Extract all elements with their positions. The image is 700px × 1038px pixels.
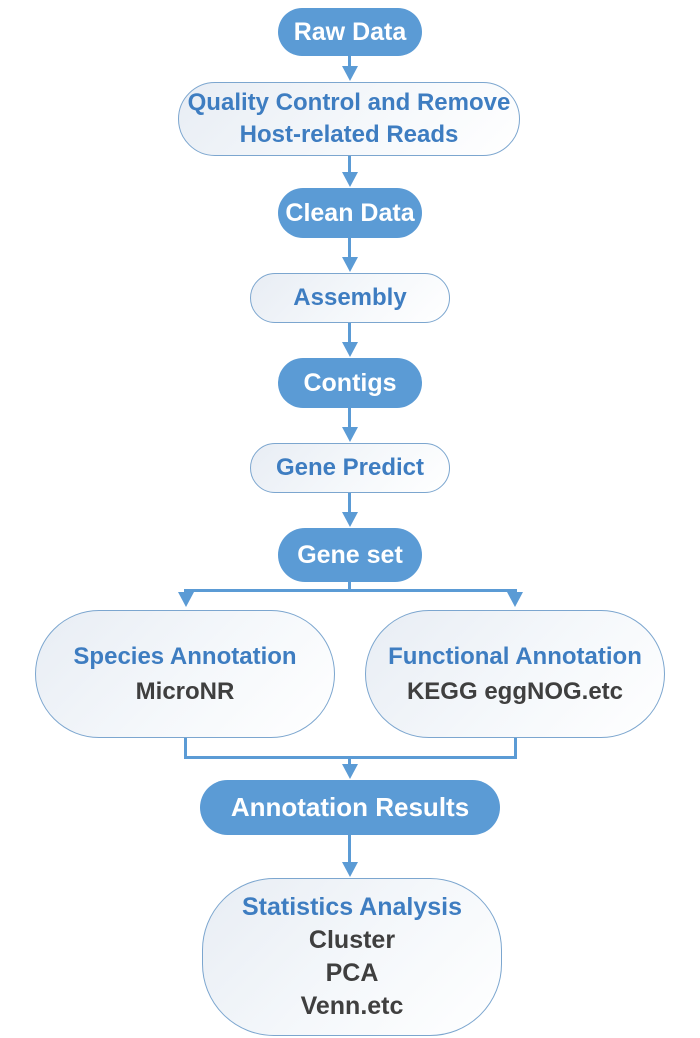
node-assembly-label: Assembly [293,284,407,311]
node-gene-predict-label: Gene Predict [275,454,425,481]
node-statistics-analysis-title: Statistics Analysis [241,893,462,921]
node-species-annotation-title: Species Annotation [73,643,297,670]
node-statistics-item-pca: PCA [325,959,379,987]
node-gene-set: Gene set [278,528,422,582]
node-clean-data: Clean Data [278,188,422,238]
connector-genepredict-to-geneset [348,493,351,513]
connector-merge-horizontal [184,756,517,759]
arrow-down-icon [342,427,358,442]
connector-merge-stem [348,758,351,765]
connector-contigs-to-genepredict [348,408,351,428]
node-functional-annotation-subtitle: KEGG eggNOG.etc [406,678,624,705]
node-statistics-item-cluster: Cluster [308,926,396,954]
node-assembly: Assembly [250,273,450,323]
connector-branch-horizontal [184,589,517,592]
arrow-down-icon [178,592,194,607]
arrow-down-icon [342,342,358,357]
arrow-down-icon [342,172,358,187]
node-raw-data: Raw Data [278,8,422,56]
node-functional-annotation: Functional Annotation KEGG eggNOG.etc [365,610,665,738]
connector-assembly-to-contigs [348,323,351,343]
node-raw-data-label: Raw Data [293,17,407,46]
node-gene-predict: Gene Predict [250,443,450,493]
node-gene-set-label: Gene set [297,540,403,569]
connector-species-merge [184,738,187,759]
node-statistics-item-venn: Venn.etc [300,992,404,1020]
arrow-down-icon [342,862,358,877]
node-annotation-results-label: Annotation Results [230,792,470,822]
node-quality-control-line2: Host-related Reads [239,121,459,148]
node-species-annotation: Species Annotation MicroNR [35,610,335,738]
arrow-down-icon [507,592,523,607]
connector-qc-to-clean [348,156,351,173]
node-statistics-analysis: Statistics Analysis Cluster PCA Venn.etc [202,878,502,1036]
arrow-down-icon [342,257,358,272]
arrow-down-icon [342,764,358,779]
node-species-annotation-subtitle: MicroNR [135,678,235,705]
connector-geneset-branch-stem [348,582,351,591]
node-contigs-label: Contigs [303,368,397,397]
arrow-down-icon [342,512,358,527]
connector-functional-merge [514,738,517,759]
node-contigs: Contigs [278,358,422,408]
arrow-down-icon [342,66,358,81]
node-quality-control: Quality Control and Remove Host-related … [178,82,520,156]
node-clean-data-label: Clean Data [285,198,415,227]
connector-raw-to-qc [348,56,351,67]
node-annotation-results: Annotation Results [200,780,500,835]
node-functional-annotation-title: Functional Annotation [388,643,642,670]
connector-clean-to-assembly [348,238,351,258]
node-quality-control-line1: Quality Control and Remove [187,89,511,116]
connector-results-to-statistics [348,835,351,862]
